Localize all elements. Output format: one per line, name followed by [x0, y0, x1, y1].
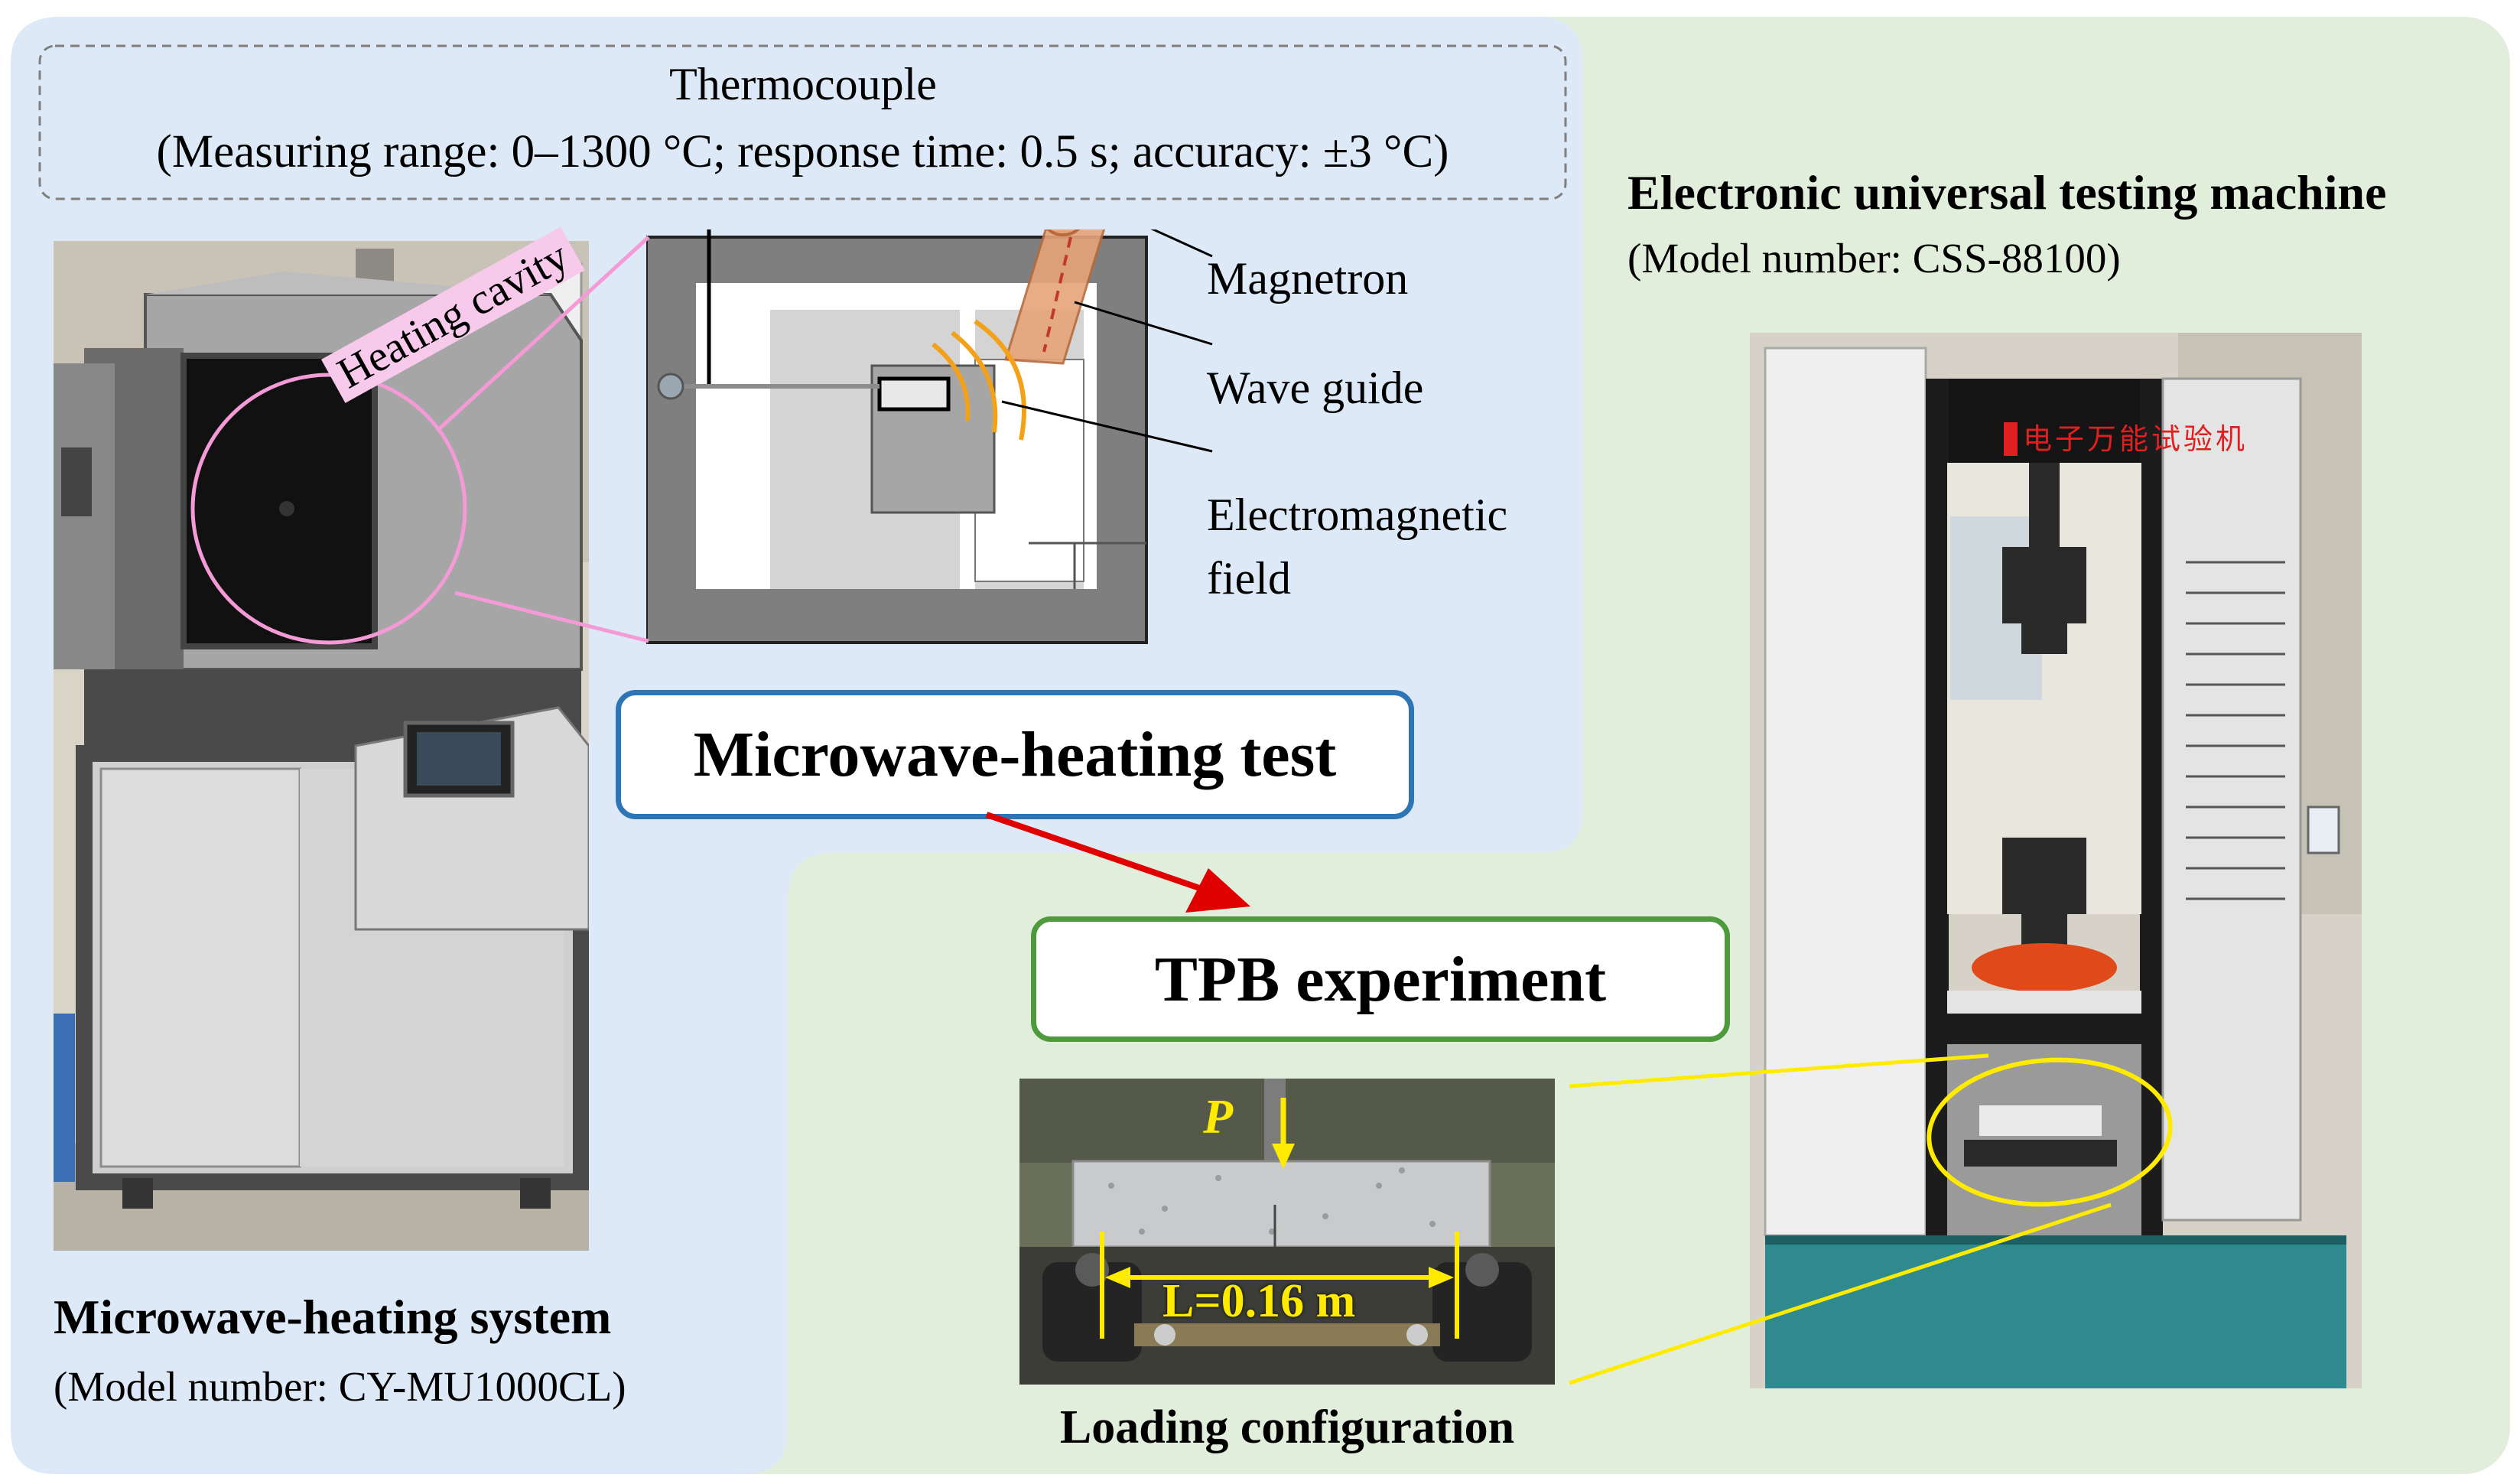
tpb-experiment-box: TPB experiment — [1031, 916, 1730, 1042]
microwave-system-model: (Model number: CY-MU1000CL) — [54, 1363, 626, 1410]
load-arrow-head — [1272, 1144, 1295, 1169]
testing-machine-model: (Model number: CSS-88100) — [1627, 235, 2121, 282]
testing-machine-name: Electronic universal testing machine — [1627, 165, 2387, 220]
machine-panel-text: 电子万能试验机 — [2023, 422, 2248, 456]
heating-cavity-schematic — [646, 229, 1213, 644]
loading-configuration-photo — [1019, 1079, 1555, 1385]
thermocouple-spec: (Measuring range: 0–1300 °C; response ti… — [156, 126, 1449, 177]
wave-guide-shape — [1004, 229, 1106, 365]
em-field-arc-2 — [951, 330, 998, 433]
heating-cavity-callout — [190, 236, 650, 645]
process-arrow — [985, 812, 1250, 913]
thermocouple-title: Thermocouple — [669, 59, 937, 109]
load-symbol: P — [1203, 1089, 1234, 1144]
machine-logo-icon — [2004, 422, 2018, 456]
microwave-furnace-photo — [54, 241, 589, 1251]
magnetron-shape — [1045, 229, 1081, 236]
span-label: L=0.16 m — [1162, 1275, 1356, 1327]
em-field-arc-1 — [932, 342, 971, 421]
wave-guide-label: Wave guide — [1207, 363, 1424, 413]
em-field-label-line2: field — [1207, 553, 1291, 604]
loading-configuration-caption: Loading configuration — [1059, 1401, 1515, 1453]
em-field-arc-3 — [974, 319, 1026, 441]
thermocouple-dashed-box — [38, 44, 1567, 200]
specimen — [877, 376, 951, 412]
microwave-system-name: Microwave-heating system — [54, 1290, 612, 1344]
em-field-label-line1: Electromagnetic — [1207, 490, 1508, 540]
magnetron-label: Magnetron — [1207, 253, 1409, 304]
microwave-heating-test-box: Microwave-heating test — [616, 690, 1414, 819]
thermocouple-head — [657, 373, 684, 400]
